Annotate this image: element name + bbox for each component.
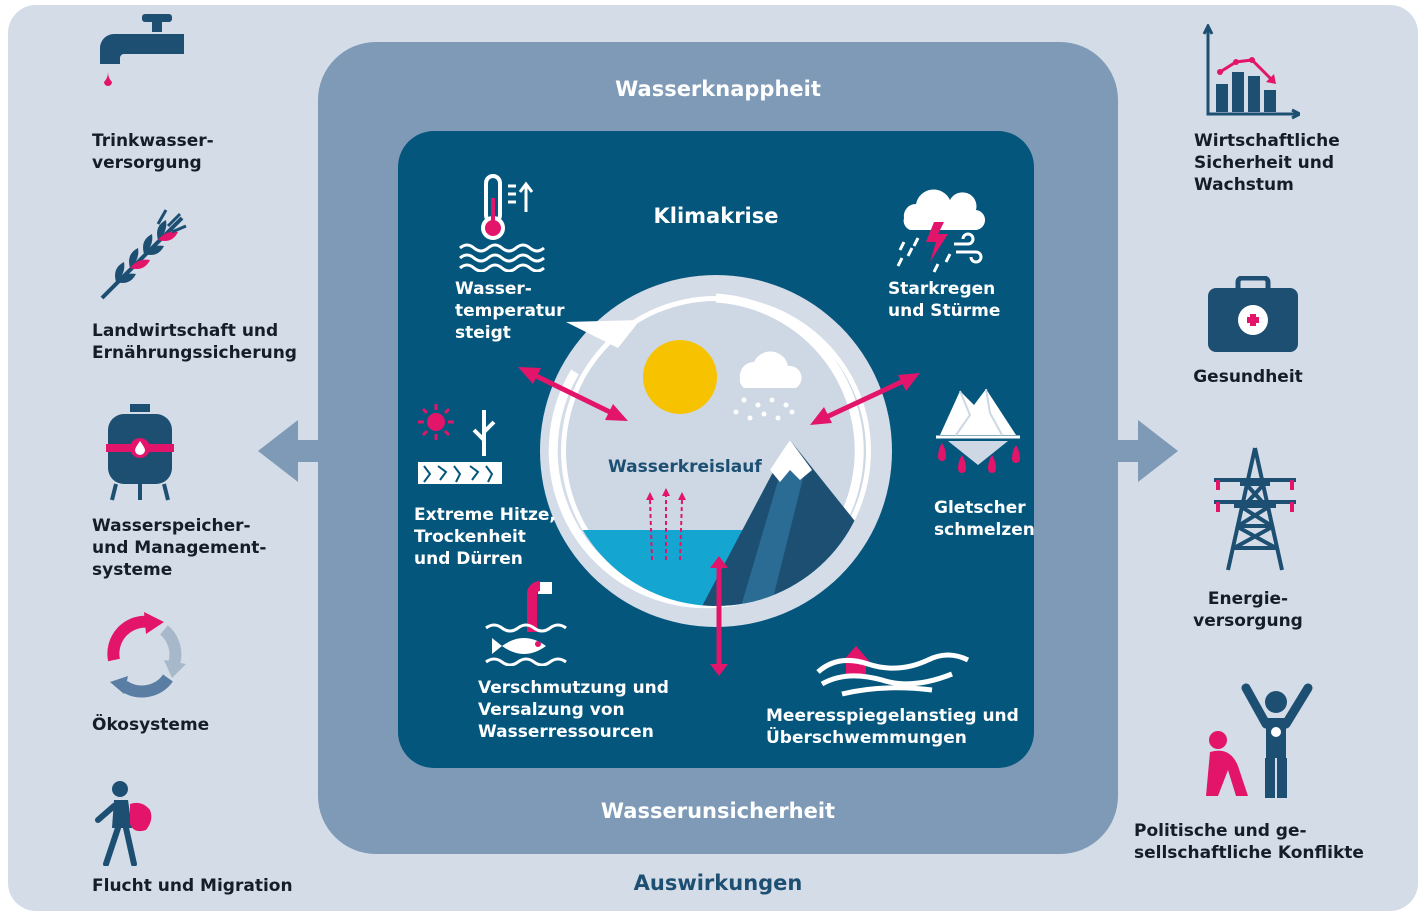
conflict-figures-icon [1206, 683, 1313, 798]
water-insecurity-title: Wasserunsicherheit [600, 799, 836, 823]
migration-label: Flucht und Migration [92, 876, 293, 896]
thermometer-icon [459, 174, 545, 272]
water-cycle-label: Wasserkreislauf [608, 457, 762, 477]
economy-chart-icon [1202, 24, 1300, 120]
energy-label: Energie-versorgung [1193, 589, 1303, 632]
first-aid-kit-icon [1208, 276, 1298, 352]
drinking-water-label: Trinkwasser-versorgung [92, 131, 214, 174]
glacier-icon [936, 388, 1020, 473]
sun-icon [643, 340, 717, 414]
wheat-icon [100, 209, 187, 300]
cycle-arrows-icon [107, 612, 186, 698]
cycle-arrow-head [566, 320, 640, 348]
water-tap-icon [100, 14, 184, 86]
health-label: Gesundheit [1193, 367, 1303, 387]
migrant-icon [95, 781, 152, 866]
drought-icon [418, 404, 502, 484]
left-outward-arrow [258, 420, 318, 482]
conflicts-label: Politische und ge-sellschaftliche Konfli… [1134, 821, 1364, 864]
ecosystems-label: Ökosysteme [92, 715, 210, 735]
rain-drops [733, 397, 795, 421]
water-scarcity-title: Wasserknappheit [615, 77, 821, 101]
interaction-arrows [518, 367, 920, 676]
snow-cap [770, 440, 812, 482]
water-storage-label: Wasserspeicher-und Management-systeme [92, 516, 267, 581]
storm-icon [896, 189, 986, 273]
cloud-icon [739, 351, 802, 388]
evaporation-arrows [649, 496, 683, 561]
climate-crisis-title: Klimakrise [653, 204, 779, 228]
power-pylon-icon [1214, 447, 1296, 571]
water-tank-icon [106, 404, 174, 501]
flood-icon [816, 646, 970, 697]
impacts-title: Auswirkungen [633, 871, 803, 895]
pollution-icon [485, 581, 567, 666]
right-outward-arrow [1118, 420, 1178, 482]
